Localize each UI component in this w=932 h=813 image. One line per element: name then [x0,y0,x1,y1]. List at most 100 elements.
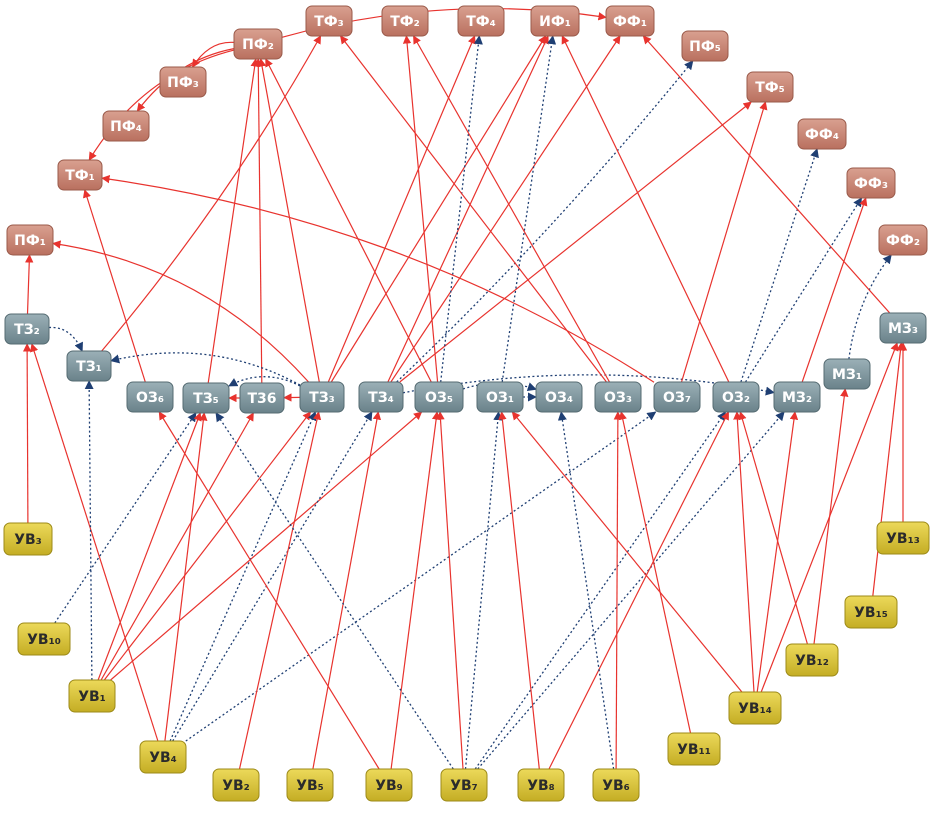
edge-uv12-to-oz2 [738,411,808,645]
node-ff1: ФФ₁ [605,5,655,37]
node-box [530,5,580,37]
node-box [414,381,464,413]
edge-tz2-to-tz1 [48,326,83,352]
edge-uv2-to-tz3 [238,411,322,770]
node-oz3: ОЗ₃ [594,381,642,413]
edge-oz5-to-tf2 [402,35,439,383]
edge-uv8-to-oz2 [548,411,730,770]
edge-tz4-to-if1 [387,35,549,383]
node-mz1: МЗ₁ [823,358,871,390]
edge-mz3-to-ff1 [642,35,891,314]
node-label: УВ₄ [149,750,177,766]
node-box [66,350,112,382]
node-label: ПФ₅ [689,39,721,55]
node-box [68,679,116,713]
edge-uv1-to-t36 [100,412,254,681]
edge-uv7-to-oz2 [474,411,727,770]
node-label: ОЗ₆ [136,390,164,406]
edge-uv14-to-oz1 [511,411,743,693]
node-label: ТФ₃ [314,14,344,30]
edge-uv3-to-tz2 [22,343,32,524]
node-label: УВ₂ [222,778,250,794]
edge-uv1-to-tz5 [97,412,202,681]
node-box [653,381,701,413]
node-box [159,66,207,98]
node-oz4: ОЗ₄ [535,381,583,413]
node-box [102,110,150,142]
edge-uv6-to-oz3 [613,411,623,770]
node-label: ОЗ₅ [425,390,453,406]
node-label: ТЗ₅ [193,391,219,407]
node-label: ТФ₅ [755,80,785,96]
node-oz7: ОЗ₇ [653,381,701,413]
node-label: ОЗ₇ [663,390,691,406]
node-box [876,521,930,555]
node-uv6: УВ₆ [592,768,640,802]
node-label: ПФ₃ [167,75,199,91]
node-box [681,30,729,62]
node-label: ОЗ₁ [486,390,514,406]
node-box [535,381,583,413]
node-box [182,382,230,414]
node-label: МЗ₃ [888,321,918,337]
node-mz2: МЗ₂ [773,381,821,413]
node-box [517,768,565,802]
node-tz5: ТЗ₅ [182,382,230,414]
edge-oz3-to-tf2 [412,35,611,383]
node-tf3: ТФ₃ [305,5,353,37]
edge-tz4-to-ff1 [390,35,621,383]
node-box [212,768,260,802]
edge-uv4-to-tz3 [169,411,317,742]
node-uv5: УВ₅ [286,768,334,802]
node-label: ПФ₄ [110,119,142,135]
node-uv11: УВ₁₁ [667,732,721,766]
node-label: ТЗ₄ [368,390,394,406]
node-tz3: ТЗ₃ [299,381,345,413]
node-oz2: ОЗ₂ [712,381,760,413]
node-oz5: ОЗ₅ [414,381,464,413]
edge-oz5-to-tf4 [440,35,483,383]
edge-t36-to-pf2 [254,58,263,384]
node-box [4,313,50,345]
edge-tz3-to-pf1 [52,240,310,383]
edge-oz2-to-if1 [561,35,730,383]
node-uv4: УВ₄ [139,740,187,774]
edge-tz3-to-pf2 [257,58,320,383]
node-pf3: ПФ₃ [159,66,207,98]
node-label: УВ₁ [78,689,106,705]
node-label: МЗ₁ [832,367,862,383]
node-pf2: ПФ₂ [233,28,283,60]
node-box [605,5,655,37]
node-box [17,622,71,656]
node-label: УВ₁₅ [854,605,888,621]
edge-uv15-to-mz3 [872,342,905,597]
node-box [57,159,103,191]
node-box [667,732,721,766]
node-box [358,381,404,413]
node-tz1: ТЗ₁ [66,350,112,382]
node-box [728,691,782,725]
edge-mz2-to-ff3 [801,197,868,383]
edge-tz1-to-tf3 [101,35,322,352]
node-label: УВ₅ [296,778,324,794]
node-label: ОЗ₂ [722,390,750,406]
edge-oz2-to-ff3 [744,197,863,383]
edge-uv8-to-oz1 [498,411,540,770]
node-tf5: ТФ₅ [746,71,794,103]
node-tf1: ТФ₁ [57,159,103,191]
edge-oz1-to-if1 [501,35,557,383]
node-label: ТФ₁ [65,168,95,184]
node-label: УВ₁₄ [738,701,772,717]
node-uv13: УВ₁₃ [876,521,930,555]
node-uv12: УВ₁₂ [785,643,839,677]
node-box [239,382,285,414]
edge-oz5-to-pf2 [265,58,432,383]
edge-tz3-to-tz5 [228,376,301,387]
node-label: ФФ₂ [886,233,920,249]
edge-tz2-to-pf1 [25,254,34,315]
edge-uv14-to-oz2 [733,411,755,693]
edge-uv5-to-tz4 [312,411,382,770]
edge-uv12-to-mz1 [813,388,849,645]
edge-uv1-to-tz1 [84,380,94,681]
